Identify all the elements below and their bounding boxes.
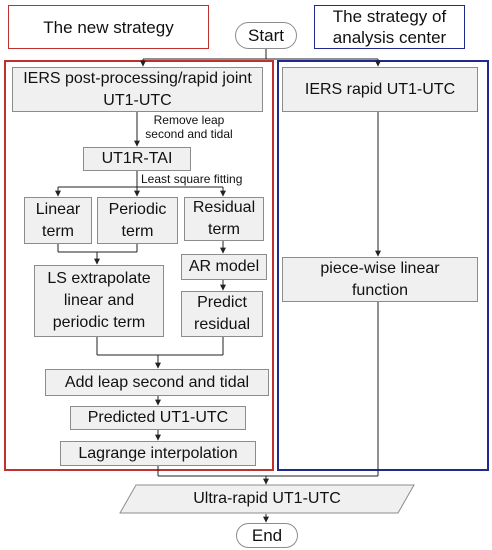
analysis-center-header: The strategy of analysis center xyxy=(314,5,465,49)
add-leap-box: Add leap second and tidal xyxy=(45,369,269,396)
ar-model-box: AR model xyxy=(181,254,267,280)
analysis-center-region xyxy=(277,60,489,471)
residual-term-box: Residual term xyxy=(184,197,264,241)
new-strategy-header: The new strategy xyxy=(8,5,209,49)
output-parallelogram xyxy=(119,484,415,514)
linear-term-box: Linear term xyxy=(24,197,92,244)
new-strategy-region xyxy=(4,60,274,471)
remove-leap-note: Remove leap second and tidal xyxy=(141,113,237,141)
lagrange-interpolation-box: Lagrange interpolation xyxy=(60,441,256,466)
least-square-note: Least square fitting xyxy=(141,172,243,186)
piecewise-linear-box: piece-wise linear function xyxy=(282,257,478,302)
ultra-rapid-output: Ultra-rapid UT1-UTC xyxy=(193,490,341,507)
ls-extrapolate-box: LS extrapolate linear and periodic term xyxy=(34,265,164,337)
iers-joint-input-box: IERS post-processing/rapid joint UT1-UTC xyxy=(12,67,263,112)
ut1r-tai-box: UT1R-TAI xyxy=(83,147,191,171)
end-terminal: End xyxy=(236,523,298,548)
predicted-ut1-box: Predicted UT1-UTC xyxy=(70,406,246,430)
start-terminal: Start xyxy=(235,22,297,49)
iers-rapid-input-box: IERS rapid UT1-UTC xyxy=(282,67,478,112)
periodic-term-box: Periodic term xyxy=(97,197,178,244)
predict-residual-box: Predict residual xyxy=(181,291,263,337)
